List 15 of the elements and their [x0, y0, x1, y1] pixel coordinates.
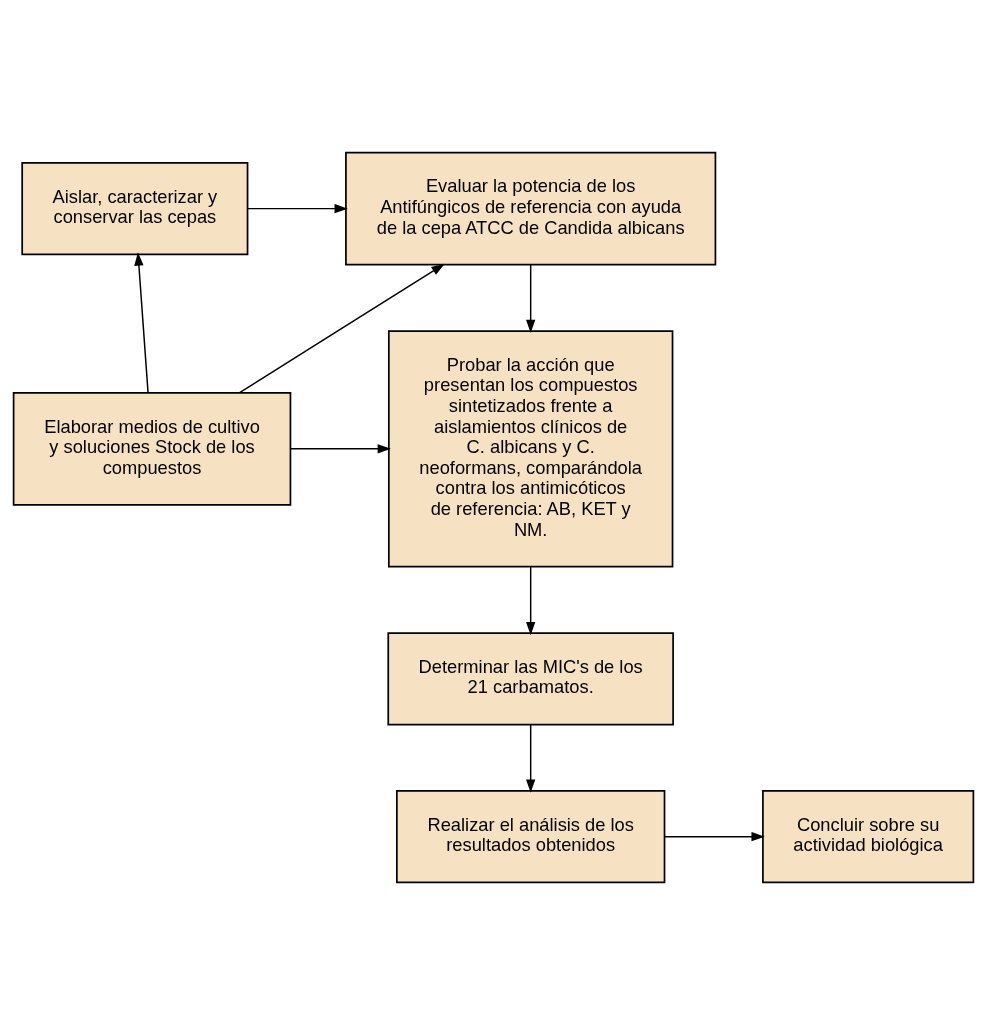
arrow [525, 723, 535, 793]
arrow [663, 831, 765, 841]
node-box: Probar la acción que presentan los compuestos sintetizados frente a aislamientos clínicos de C. albicans y C. neoformans, comparándola contra los antimicóticos de referencia: AB, KET y NM. [387, 329, 673, 568]
node-box: Concluir sobre su actividad biológica [761, 789, 974, 883]
arrow [525, 565, 535, 635]
node-box: Evaluar la potencia de los Antifúngicos de referencia con ayuda de la cepa ATCC de Candida albicans [344, 151, 716, 266]
arrow [525, 263, 535, 333]
arrow [246, 203, 348, 213]
arrow [289, 443, 391, 454]
node-box: Elaborar medios de cultivo y soluciones Stock de los compuestos [12, 391, 291, 506]
arrow [133, 251, 149, 393]
node-box: Aislar, caracterizar y conservar las cepas [20, 161, 248, 255]
arrow [238, 263, 445, 393]
node-box: Determinar las MIC's de los 21 carbamatos. [386, 631, 674, 725]
node-box: Realizar el análisis de los resultados obtenidos [395, 789, 665, 883]
